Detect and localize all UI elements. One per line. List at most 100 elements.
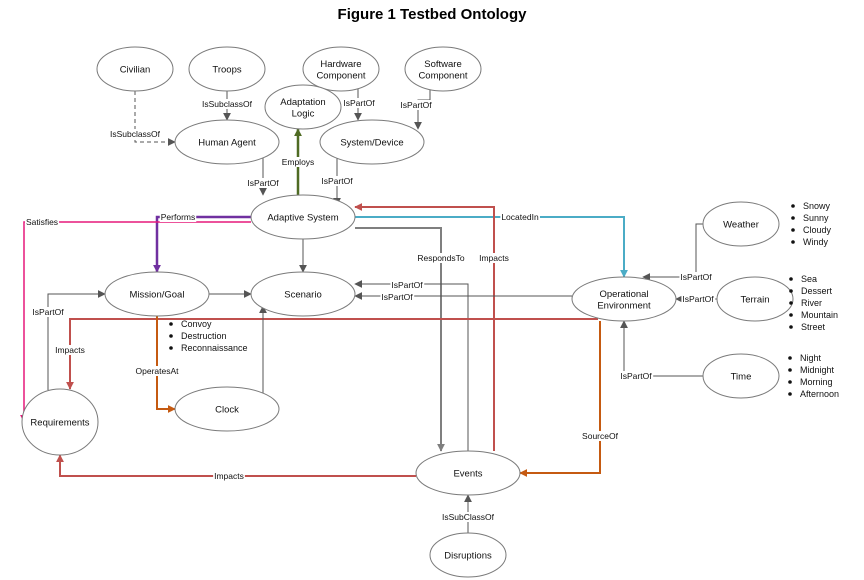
node-civilian: Civilian — [96, 46, 174, 92]
bullet-dot — [789, 325, 793, 329]
edge-label-bg — [390, 280, 425, 290]
edge-label: IsPartOf — [381, 292, 413, 302]
edge-label-bg — [581, 431, 620, 441]
edge-label: IsSubClassOf — [442, 512, 495, 522]
edge-label-bg — [320, 176, 355, 186]
list-item: Sunny — [803, 213, 829, 223]
list-item: Snowy — [803, 201, 831, 211]
edge-requirements-mission — [47, 290, 106, 390]
bullet-dot — [788, 392, 792, 396]
edge-label: Impacts — [214, 471, 244, 481]
edge-label: Satisfies — [26, 217, 58, 227]
node-weather: Weather — [702, 201, 780, 247]
edge-label-bg — [134, 366, 181, 376]
bullet-dot — [169, 322, 173, 326]
edge-label-bg — [108, 129, 162, 139]
edge-label-bg — [342, 98, 377, 108]
edge-adaptive-events — [355, 227, 445, 452]
edge-mission-clock — [156, 316, 176, 413]
list-item: Convoy — [181, 319, 212, 329]
node-terrain: Terrain — [716, 276, 794, 322]
node-label: Logic — [292, 108, 315, 119]
edge-label-bg — [213, 471, 245, 481]
bullet-dot — [791, 204, 795, 208]
edge-time-openv — [620, 320, 703, 377]
edge-openv-events — [519, 321, 601, 477]
edge-label-bg — [500, 212, 540, 222]
edge-label: IsPartOf — [400, 100, 432, 110]
bullet-dot — [789, 277, 793, 281]
bullet-dot — [791, 216, 795, 220]
list-item: Cloudy — [803, 225, 832, 235]
node-label: Troops — [212, 65, 241, 76]
edge-label-bg — [246, 178, 281, 188]
edge-label-bg — [159, 212, 197, 222]
bullet-dot — [788, 368, 792, 372]
node-label: Adaptation — [280, 97, 325, 108]
edge-label: Impacts — [479, 253, 509, 263]
node-label: Operational — [599, 289, 648, 300]
edge-label: IsPartOf — [321, 176, 353, 186]
node-label: Time — [731, 372, 752, 383]
edge-label: LocatedIn — [501, 212, 539, 222]
node-label: Component — [316, 70, 365, 81]
edge-label: IsPartOf — [682, 294, 714, 304]
list-item: Windy — [803, 237, 829, 247]
edge-adaptive-openv — [355, 216, 628, 278]
node-disruptions: Disruptions — [429, 532, 507, 578]
edge-label: IsSubclassOf — [202, 99, 253, 109]
list-item: Night — [800, 353, 822, 363]
node-label: Hardware — [320, 59, 361, 70]
edge-label-bg — [31, 307, 66, 317]
bullet-lists: SnowySunnyCloudyWindySeaDessertRiverMoun… — [169, 201, 839, 399]
edge-label: IsPartOf — [391, 280, 423, 290]
edge-label-bg — [619, 371, 654, 381]
bullet-dot — [789, 301, 793, 305]
list-item: Destruction — [181, 331, 227, 341]
node-label: Human Agent — [198, 138, 256, 149]
bullet-dot — [791, 240, 795, 244]
bullet-dot — [788, 380, 792, 384]
edge-adaptive-mission — [153, 215, 251, 273]
node-label: Component — [418, 70, 467, 81]
edge-events-adaptive — [354, 203, 495, 451]
edge-civilian-human — [134, 91, 176, 146]
node-label: Environment — [597, 300, 651, 311]
node-time: Time — [702, 353, 780, 399]
edge-label: IsPartOf — [620, 371, 652, 381]
node-mission: Mission/Goal — [104, 271, 210, 317]
edge-label: SourceOf — [582, 431, 619, 441]
node-human: Human Agent — [174, 119, 280, 165]
node-label: Software — [424, 59, 462, 70]
node-label: Clock — [215, 405, 239, 416]
edge-label-bg — [200, 99, 254, 109]
list-item: Sea — [801, 274, 817, 284]
edge-layer — [20, 89, 717, 533]
edge-label: IsSubclassOf — [110, 129, 161, 139]
edge-label: RespondsTo — [417, 253, 465, 263]
list-item: Mountain — [801, 310, 838, 320]
edge-label: IsPartOf — [32, 307, 64, 317]
bullet-dot — [789, 289, 793, 293]
edge-label-bg — [679, 272, 714, 282]
node-scenario: Scenario — [250, 271, 356, 317]
node-label: Events — [453, 469, 482, 480]
bullet-dot — [169, 346, 173, 350]
edge-label-bg — [54, 345, 86, 355]
list-item: River — [801, 298, 822, 308]
edge-label-bg — [399, 100, 434, 110]
edge-label: IsPartOf — [680, 272, 712, 282]
node-label: Mission/Goal — [130, 290, 185, 301]
node-clock: Clock — [174, 386, 280, 432]
edge-openv-requirements — [66, 318, 598, 390]
list-item: Midnight — [800, 365, 835, 375]
node-label: Terrain — [740, 295, 769, 306]
edge-label: IsPartOf — [247, 178, 279, 188]
